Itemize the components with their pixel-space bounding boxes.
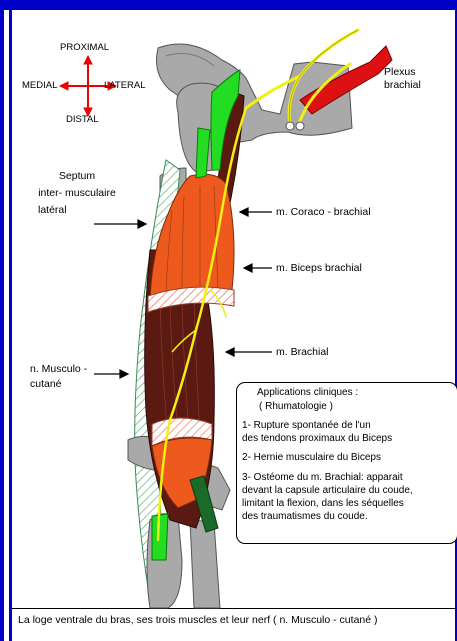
label-plexus-line2: brachial — [384, 79, 421, 92]
clinical-item3-line3: limitant la flexion, dans les séquelles — [242, 498, 404, 510]
clinical-item3-line2: devant la capsule articulaire du coude, — [242, 485, 413, 497]
clinical-item2: 2- Hernie musculaire du Biceps — [242, 452, 381, 464]
orientation-medial: MEDIAL — [22, 80, 57, 91]
clinical-subtitle: ( Rhumatologie ) — [259, 401, 333, 413]
clinical-item1-line1: 1- Rupture spontanée de l'un — [242, 420, 371, 432]
label-septum-line3: latéral — [22, 202, 132, 219]
label-septum-line1: Septum — [22, 168, 132, 185]
orientation-distal: DISTAL — [66, 114, 99, 125]
label-plexus: Plexus brachial — [384, 66, 421, 92]
label-brachialis: m. Brachial — [276, 346, 329, 359]
label-nerve-line1: n. Musculo - — [30, 362, 87, 377]
clinical-item1-line2: des tendons proximaux du Biceps — [242, 433, 392, 445]
label-septum: Septum inter- musculaire latéral — [22, 168, 132, 219]
label-nerve: n. Musculo - cutané — [30, 362, 87, 392]
orientation-proximal: PROXIMAL — [60, 42, 109, 53]
orientation-lateral: LATERAL — [104, 80, 146, 91]
label-plexus-line1: Plexus — [384, 66, 421, 79]
clinical-title: Applications cliniques : — [257, 387, 358, 399]
clinical-item3-line1: 3- Ostéome du m. Brachial: apparait — [242, 472, 403, 484]
figure-caption: La loge ventrale du bras, ses trois musc… — [18, 614, 378, 626]
clinical-item3-line4: des traumatismes du coude. — [242, 511, 368, 523]
label-coracobrachialis: m. Coraco - brachial — [276, 206, 371, 219]
clinical-applications-box: Applications cliniques : ( Rhumatologie … — [236, 382, 457, 544]
label-biceps: m. Biceps brachial — [276, 262, 362, 275]
label-nerve-line2: cutané — [30, 377, 87, 392]
label-septum-line2: inter- musculaire — [22, 185, 132, 202]
